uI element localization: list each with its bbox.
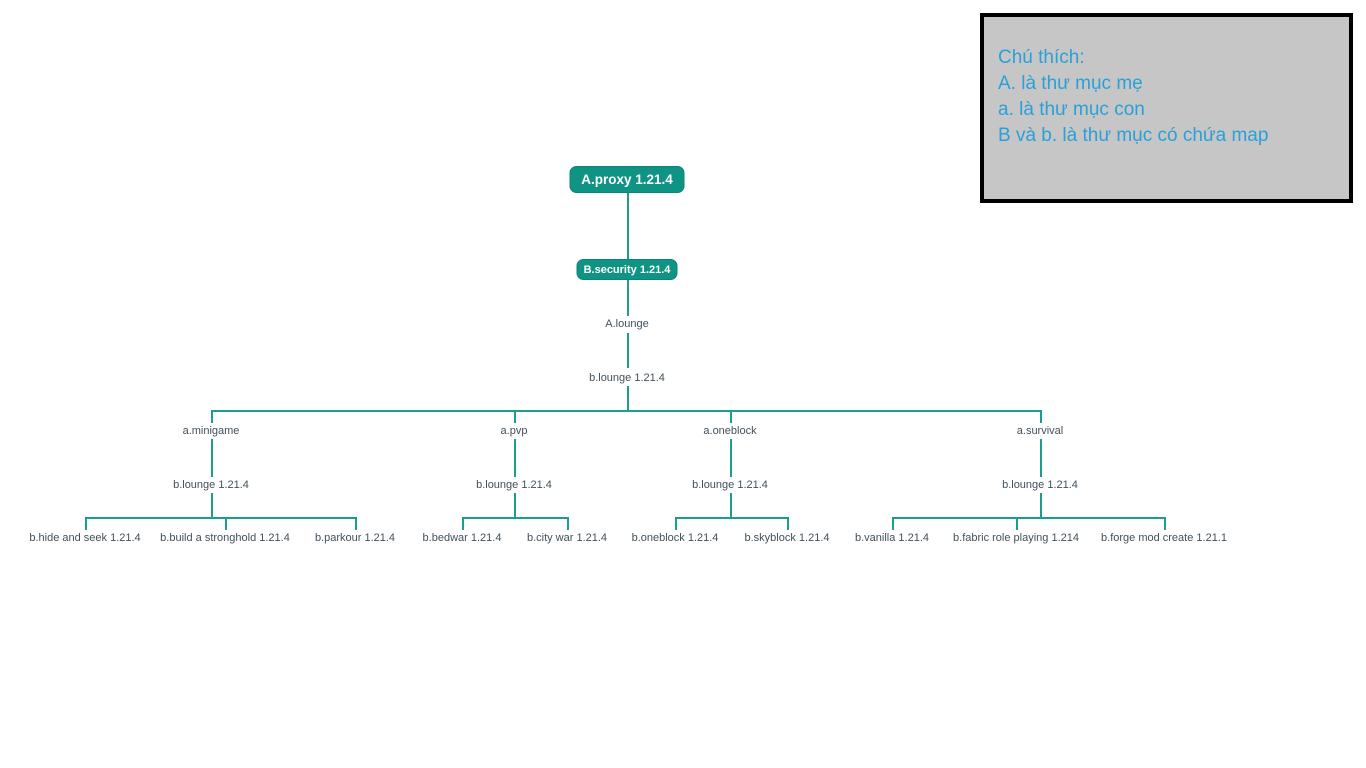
legend-line-child-folder: a. là thư mục con <box>998 99 1145 120</box>
connector-line <box>514 439 516 477</box>
connector-line <box>211 410 1041 412</box>
connector-line <box>892 517 1165 519</box>
node-b-lounge-survival: b.lounge 1.21.4 <box>1002 479 1078 491</box>
connector-line <box>211 439 213 477</box>
node-leaf-oneblock: b.oneblock 1.21.4 <box>631 532 719 544</box>
connector-line <box>514 493 516 518</box>
connector-line <box>787 517 789 530</box>
legend-title: Chú thích: <box>998 47 1085 68</box>
node-leaf-city-war: b.city war 1.21.4 <box>526 532 608 544</box>
connector-line <box>355 517 357 530</box>
connector-line <box>675 517 677 530</box>
node-a-oneblock: a.oneblock <box>703 425 757 437</box>
node-a-minigame: a.minigame <box>182 425 240 437</box>
connector-line <box>85 517 356 519</box>
connector-line <box>225 517 227 530</box>
node-leaf-fabric-role-playing: b.fabric role playing 1.214 <box>953 532 1079 544</box>
node-leaf-skyblock: b.skyblock 1.21.4 <box>744 532 830 544</box>
connector-line <box>627 386 629 410</box>
node-a-survival: a.survival <box>1016 425 1064 437</box>
node-a-pvp: a.pvp <box>500 425 528 437</box>
connector-line <box>1164 517 1166 530</box>
connector-line <box>567 517 569 530</box>
connector-line <box>730 410 732 423</box>
node-b-lounge-oneblock: b.lounge 1.21.4 <box>692 479 768 491</box>
connector-line <box>627 280 629 316</box>
connector-line <box>892 517 894 530</box>
node-a-lounge: A.lounge <box>605 318 649 330</box>
node-leaf-bedwar: b.bedwar 1.21.4 <box>422 532 502 544</box>
node-a-proxy: A.proxy 1.21.4 <box>569 166 685 193</box>
connector-line <box>1040 439 1042 477</box>
node-b-lounge-main: b.lounge 1.21.4 <box>589 372 665 384</box>
connector-line <box>675 517 788 519</box>
node-leaf-parkour: b.parkour 1.21.4 <box>314 532 396 544</box>
node-b-lounge-pvp: b.lounge 1.21.4 <box>476 479 552 491</box>
node-leaf-build-a-stronghold: b.build a stronghold 1.21.4 <box>160 532 290 544</box>
connector-line <box>211 493 213 518</box>
connector-line <box>627 333 629 368</box>
legend-line-parent-folder: A. là thư mục mẹ <box>998 73 1143 94</box>
connector-line <box>1016 517 1018 530</box>
node-leaf-hide-and-seek: b.hide and seek 1.21.4 <box>29 532 141 544</box>
legend-line-map-folder: B và b. là thư mục có chứa map <box>998 125 1269 146</box>
connector-line <box>211 410 213 423</box>
connector-line <box>730 439 732 477</box>
connector-line <box>627 193 629 259</box>
legend-box: Chú thích: A. là thư mục mẹ a. là thư mụ… <box>980 13 1353 203</box>
connector-line <box>85 517 87 530</box>
node-leaf-vanilla: b.vanilla 1.21.4 <box>855 532 929 544</box>
connector-line <box>1040 410 1042 423</box>
connector-line <box>730 493 732 518</box>
node-leaf-forge-mod-create: b.forge mod create 1.21.1 <box>1101 532 1227 544</box>
connector-line <box>1040 493 1042 518</box>
connector-line <box>462 517 464 530</box>
node-b-security: B.security 1.21.4 <box>576 259 678 280</box>
connector-line <box>514 410 516 423</box>
connector-line <box>462 517 568 519</box>
node-b-lounge-minigame: b.lounge 1.21.4 <box>173 479 249 491</box>
